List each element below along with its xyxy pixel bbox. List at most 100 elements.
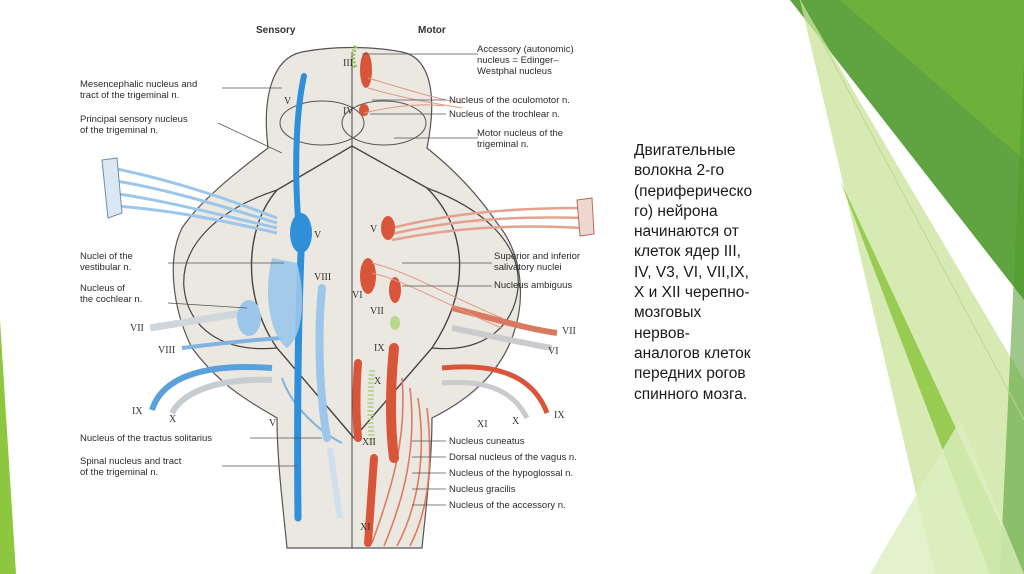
label-nucleus-ambiguus: Nucleus ambiguus [494,280,572,291]
right-nerve-vi [451,325,553,351]
left-nerve-viii [181,336,283,350]
label-mesencephalic-nucleus-line1: Mesencephalic nucleus and [80,79,197,90]
nucleus-ambiguus [386,343,399,463]
numeral-x-right-nerve: X [512,416,520,427]
heading-sensory: Sensory [256,25,296,36]
hypoglossal-nucleus [352,359,362,442]
label-cochlear-nucleus: Nucleus of the cochlear n. [80,283,142,305]
left-nerve-xi-fibers [281,377,343,444]
label-dorsal-vagus-nucleus-line1: Dorsal nucleus of the vagus n. [449,452,577,463]
numeral-v-left-top: V [284,96,292,107]
deco-green-mid-top [840,0,1024,160]
vestibular-nuclei [267,258,303,348]
label-nucleus-gracilis-line1: Nucleus gracilis [449,484,516,495]
numeral-ix-right-nerve: IX [554,410,565,421]
label-edinger-westphal-line1: Accessory (autonomic) [477,44,574,55]
slide-caption: Двигательные волокна 2-го (периферическо… [634,142,753,403]
label-spinal-trigeminal: Spinal nucleus and tract of the trigemin… [80,456,184,478]
abducens-nucleus [360,258,376,294]
label-motor-trigeminal-line1: Motor nucleus of the [477,128,563,139]
left-nerve-x [169,376,273,415]
right-nerve-v-fibers [391,206,585,242]
label-vestibular-nuclei-line1: Nuclei of the [80,251,133,262]
label-trochlear-nucleus-line1: Nucleus of the trochlear n. [449,109,560,120]
deco-green-left-corner [0,320,16,574]
label-trochlear-nucleus: Nucleus of the trochlear n. [449,109,560,120]
numeral-vii-right-nerve: VII [562,326,576,337]
label-edinger-westphal-line3: Westphal nucleus [477,66,552,77]
numeral-vi: VI [352,290,363,301]
right-nerve-x [441,379,530,420]
label-principal-sensory-nucleus-line2: of the trigeminal n. [80,125,158,136]
label-vestibular-nuclei: Nuclei of the vestibular n. [80,251,135,273]
principal-sensory-trigeminal-nucleus [290,213,312,253]
label-vestibular-nuclei-line2: vestibular n. [80,262,131,273]
motor-fiber-bundles [363,77,503,329]
trochlear-nucleus [359,104,369,116]
label-cochlear-nucleus-line2: the cochlear n. [80,294,142,305]
label-cochlear-nucleus-line1: Nucleus of [80,283,125,294]
deco-green-light-band [800,0,1024,574]
numeral-v-right: V [370,224,378,235]
left-nerve-vii [149,309,243,332]
label-tractus-solitarius-line1: Nucleus of the tractus solitarius [80,433,212,444]
numeral-viii-inner: VIII [314,272,331,283]
numeral-iv: IV [343,106,354,117]
numeral-vii-left-nerve: VII [130,323,144,334]
label-mesencephalic-nucleus-line2: tract of the trigeminal n. [80,90,179,101]
heading-motor: Motor [418,25,446,36]
label-nucleus-cuneatus: Nucleus cuneatus [449,436,525,447]
numeral-x-left-nerve: X [169,414,177,425]
superior-colliculus-left [279,100,365,146]
mesencephalic-trigeminal-tract [293,73,307,221]
label-nucleus-ambiguus-line1: Nucleus ambiguus [494,280,572,291]
brainstem-nuclei-diagram: Sensory Motor [80,25,595,549]
label-principal-sensory-nucleus-line1: Principal sensory nucleus [80,114,188,125]
numeral-x-inner: X [374,376,382,387]
label-motor-trigeminal: Motor nucleus of the trigeminal n. [477,128,566,150]
numeral-xi-bottom: XI [360,522,371,533]
label-tractus-solitarius: Nucleus of the tractus solitarius [80,433,212,444]
label-edinger-westphal: Accessory (autonomic) nucleus = Edinger–… [477,44,576,77]
label-salivatory-nuclei: Superior and inferior salivatory nuclei [494,251,583,273]
label-mesencephalic-nucleus: Mesencephalic nucleus and tract of the t… [80,79,200,101]
label-nucleus-cuneatus-line1: Nucleus cuneatus [449,436,525,447]
right-nerve-ix [441,364,550,414]
numeral-ix-left-nerve: IX [132,406,143,417]
cochlear-nuclei [237,300,261,336]
label-nucleus-gracilis: Nucleus gracilis [449,484,516,495]
deco-thin-line [799,0,1024,421]
numeral-viii-left-nerve: VIII [158,345,175,356]
edinger-westphal-nucleus [351,45,358,70]
label-accessory-nucleus: Nucleus of the accessory n. [449,500,566,511]
label-salivatory-nuclei-line1: Superior and inferior [494,251,580,262]
left-nerve-v-fibers [109,166,278,235]
facial-nucleus [389,277,401,303]
deco-green-pale [870,420,1024,574]
numeral-v-left-low: V [269,418,277,429]
numeral-vii-inner: VII [370,306,384,317]
label-hypoglossal-nucleus-line1: Nucleus of the hypoglossal n. [449,468,573,479]
label-dorsal-vagus-nucleus: Dorsal nucleus of the vagus n. [449,452,577,463]
label-principal-sensory-nucleus: Principal sensory nucleus of the trigemi… [80,114,190,136]
label-oculomotor-nucleus-line1: Nucleus of the oculomotor n. [449,95,570,106]
left-nerve-v-stump [101,157,123,219]
label-accessory-nucleus-line1: Nucleus of the accessory n. [449,500,566,511]
label-motor-trigeminal-line2: trigeminal n. [477,139,529,150]
label-oculomotor-nucleus: Nucleus of the oculomotor n. [449,95,570,106]
accessory-nucleus [364,454,378,547]
leader-lines-right [362,53,492,506]
solitary-tract-nucleus [315,284,331,442]
label-spinal-trigeminal-line1: Spinal nucleus and tract [80,456,182,467]
oculomotor-nucleus [360,52,372,88]
numeral-xi-right-nerve: XI [477,419,488,430]
label-edinger-westphal-line2: nucleus = Edinger– [477,55,559,66]
leader-lines-left [167,87,322,467]
superior-colliculus-right [341,100,427,146]
numeral-ix-inner: IX [374,343,385,354]
salivatory-nuclei [390,316,400,330]
right-nerve-v-stump [576,197,595,237]
numeral-xii: XII [362,437,376,448]
